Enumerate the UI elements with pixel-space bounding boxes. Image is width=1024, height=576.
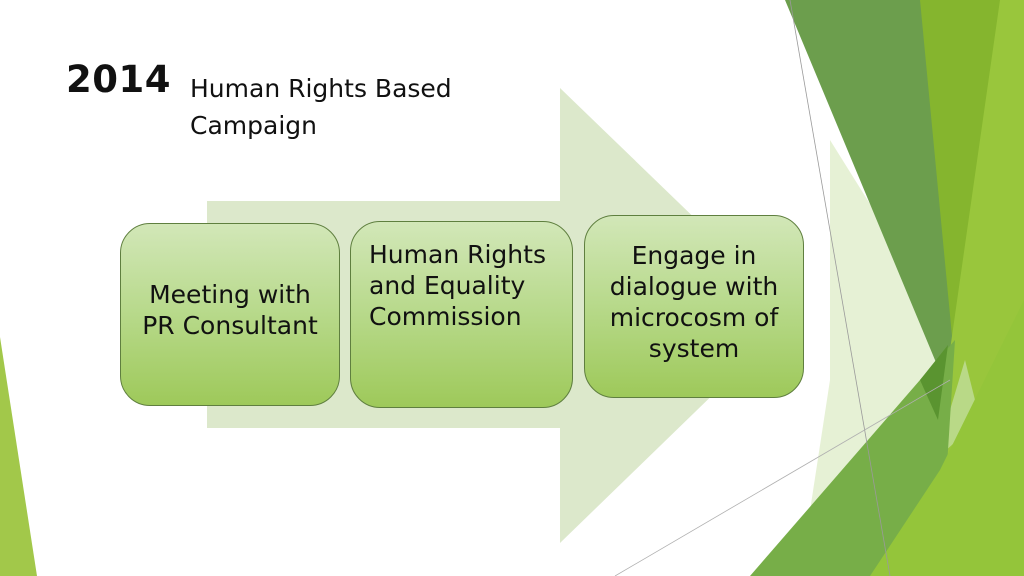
process-step-3: Engage in dialogue with microcosm of sys… bbox=[584, 215, 804, 398]
slide-title-line-2: Campaign bbox=[190, 111, 317, 140]
process-step-label: Engage in dialogue with microcosm of sys… bbox=[609, 240, 779, 363]
right-accent-lower-bright bbox=[870, 300, 1024, 576]
decorative-line bbox=[789, 0, 891, 576]
right-accent-deep bbox=[920, 345, 948, 420]
slide-title: Human Rights Based Campaign bbox=[190, 70, 490, 144]
right-accent-dark bbox=[785, 0, 960, 420]
process-step-1: Meeting with PR Consultant bbox=[120, 223, 340, 406]
slide-year: 2014 bbox=[66, 58, 171, 101]
decorative-line bbox=[614, 379, 951, 576]
process-step-label: Human Rights and Equality Commission bbox=[369, 240, 546, 331]
left-accent-shape bbox=[0, 337, 37, 576]
process-step-2: Human Rights and Equality Commission bbox=[350, 221, 573, 408]
process-step-label: Meeting with PR Consultant bbox=[142, 279, 318, 340]
right-accent-lower-mid bbox=[750, 340, 955, 576]
slide-title-line-1: Human Rights Based bbox=[190, 74, 452, 103]
